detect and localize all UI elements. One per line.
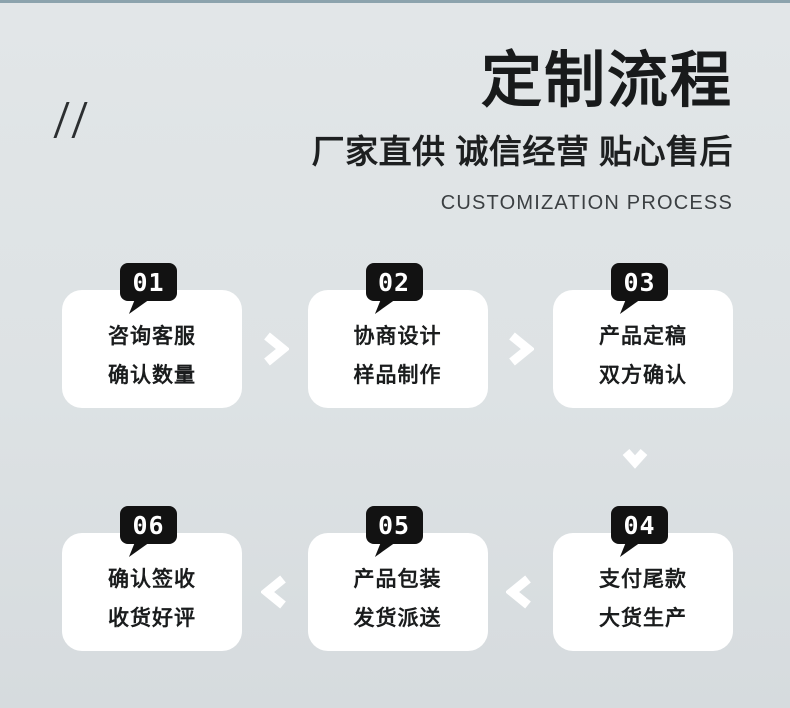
page-subtitle-english: CUSTOMIZATION PROCESS <box>440 192 733 215</box>
process-step-3: 03 产品定稿 双方确认 <box>553 263 733 408</box>
step-text-line: 支付尾款 <box>599 568 687 591</box>
step-text-line: 发货派送 <box>353 607 442 630</box>
step-text-line: 确认签收 <box>108 568 196 591</box>
page-title: 定制流程 <box>480 46 733 114</box>
process-step-1: 01 咨询客服 确认数量 <box>62 263 242 408</box>
step-text-line: 收货好评 <box>108 607 196 630</box>
slash-mark <box>71 102 88 138</box>
slash-mark <box>53 102 70 138</box>
process-step-4: 04 支付尾款 大货生产 <box>553 506 733 651</box>
step-text-line: 确认数量 <box>108 364 196 387</box>
step-text-line: 产品定稿 <box>599 325 687 348</box>
step-number-badge: 01 <box>120 263 177 301</box>
step-number: 03 <box>623 267 656 297</box>
step-card: 确认签收 收货好评 <box>62 533 242 651</box>
step-card: 支付尾款 大货生产 <box>553 533 733 651</box>
step-text-line: 大货生产 <box>599 607 687 630</box>
process-step-2: 02 协商设计 样品制作 <box>307 263 488 408</box>
process-step-6: 06 确认签收 收货好评 <box>62 506 242 651</box>
step-number-badge: 05 <box>365 506 423 544</box>
step-text-line: 咨询客服 <box>108 325 196 348</box>
step-text-line: 样品制作 <box>353 364 442 387</box>
step-number: 04 <box>623 510 656 540</box>
step-number: 02 <box>377 267 411 297</box>
step-number-badge: 04 <box>611 506 668 544</box>
process-step-5: 05 产品包装 发货派送 <box>307 506 488 651</box>
section-header: 定制流程 厂家直供 诚信经营 贴心售后 CUSTOMIZATION PROCES… <box>312 46 733 215</box>
step-card: 咨询客服 确认数量 <box>62 290 242 408</box>
step-text-line: 产品包装 <box>353 568 442 591</box>
step-number: 06 <box>132 510 165 540</box>
chevron-left-icon <box>260 575 289 609</box>
step-number-badge: 03 <box>611 263 668 301</box>
chevron-down-icon <box>622 446 648 472</box>
process-row-top: 01 咨询客服 确认数量 02 协商设计 样品制作 03 产品定稿 双方确认 <box>62 263 733 408</box>
step-number: 01 <box>132 267 165 297</box>
decorative-slashes <box>52 102 92 138</box>
step-number: 05 <box>377 510 411 540</box>
process-row-bottom: 06 确认签收 收货好评 05 产品包装 发货派送 04 支付尾款 大货生产 <box>62 506 733 651</box>
step-text-line: 协商设计 <box>353 325 442 348</box>
chevron-right-icon <box>506 332 535 366</box>
step-card: 产品包装 发货派送 <box>307 533 488 651</box>
top-accent-strip <box>0 0 790 3</box>
page-subtitle: 厂家直供 诚信经营 贴心售后 <box>311 133 733 171</box>
step-text-line: 双方确认 <box>599 364 687 387</box>
chevron-left-icon <box>506 575 534 609</box>
step-number-badge: 06 <box>120 506 177 544</box>
chevron-right-icon <box>261 332 289 366</box>
step-number-badge: 02 <box>365 263 423 301</box>
step-card: 协商设计 样品制作 <box>307 290 488 408</box>
step-card: 产品定稿 双方确认 <box>553 290 733 408</box>
